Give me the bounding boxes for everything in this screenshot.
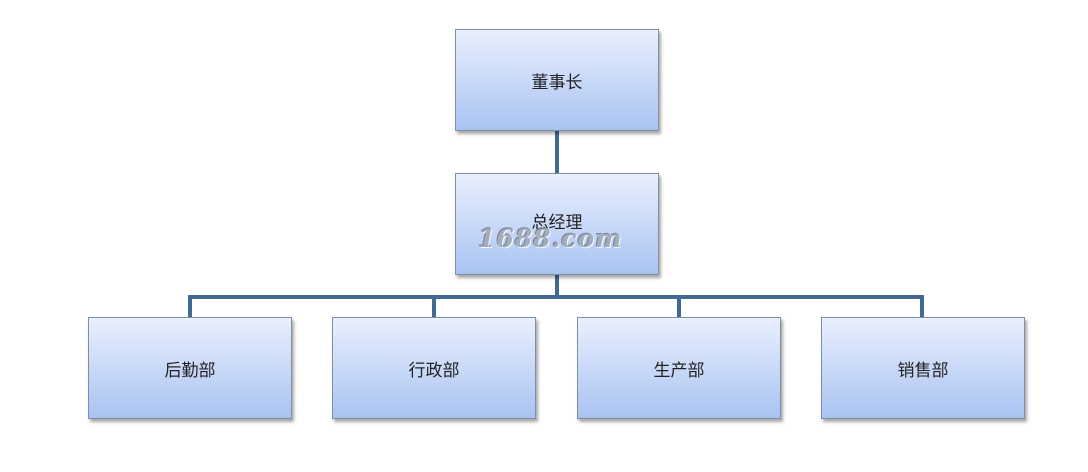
node-general-manager-label: 总经理 — [531, 212, 583, 233]
node-production-dept: 生产部 — [577, 317, 781, 419]
node-admin-dept-label: 行政部 — [408, 360, 460, 381]
node-logistics-dept: 后勤部 — [88, 317, 292, 419]
node-chairman-label: 董事长 — [531, 72, 583, 93]
node-logistics-dept-label: 后勤部 — [164, 360, 216, 381]
node-general-manager: 总经理 — [455, 173, 659, 275]
node-admin-dept: 行政部 — [332, 317, 536, 419]
node-chairman: 董事长 — [455, 29, 659, 131]
node-sales-dept-label: 销售部 — [897, 360, 949, 381]
node-sales-dept: 销售部 — [821, 317, 1025, 419]
node-production-dept-label: 生产部 — [653, 360, 705, 381]
